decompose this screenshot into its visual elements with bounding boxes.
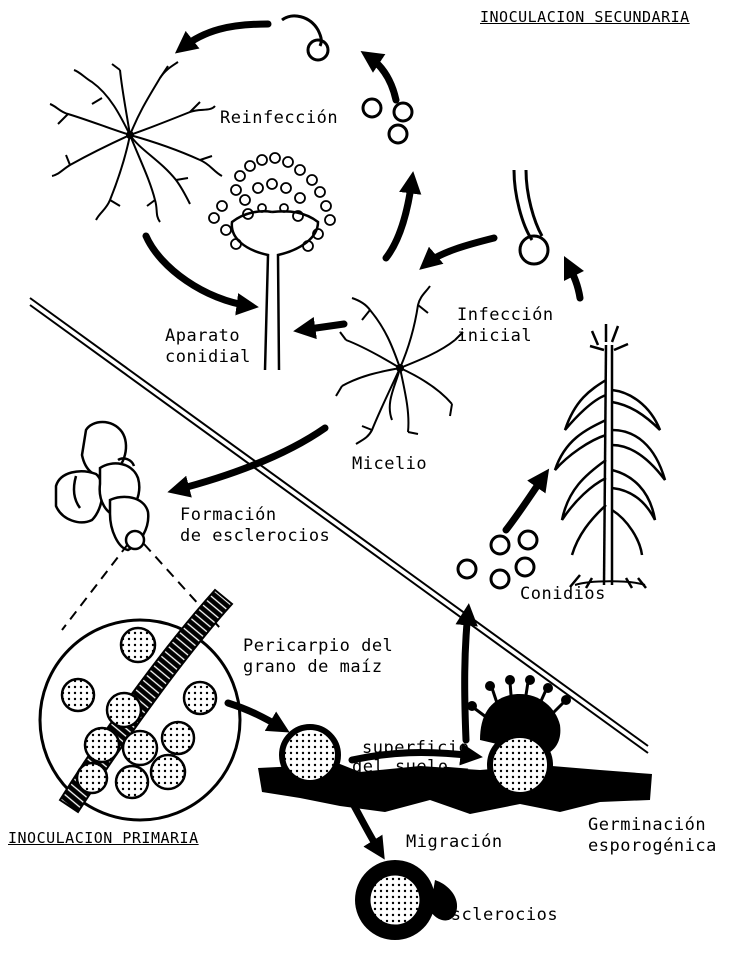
germinating-spore-top [282, 16, 328, 60]
label-pericarp-2: grano de maíz [243, 657, 383, 678]
label-conidia: Conidios [520, 584, 606, 605]
label-conidial-apparatus-2: conidial [165, 347, 251, 368]
label-pericarp-1: Pericarpio del [243, 636, 393, 657]
sclerotium-deep [355, 860, 457, 940]
label-sclerotia-formation-1: Formación [180, 505, 277, 526]
label-germination-1: Germinación [588, 815, 706, 836]
conidia-top [363, 99, 412, 143]
sclerotium-surface [282, 727, 338, 783]
magnified-pericarp [40, 590, 240, 820]
label-soil-surface-2: del suelo [352, 757, 449, 778]
label-conidial-apparatus-1: Aparato [165, 326, 240, 347]
label-sclerotia-formation-2: de esclerocios [180, 526, 330, 547]
label-reinfection: Reinfección [220, 108, 338, 129]
header-secondary-inoculation: INOCULACION SECUNDARIA [480, 8, 690, 27]
label-initial-infection-1: Infección [457, 305, 554, 326]
maize-plant [555, 324, 665, 588]
label-germination-2: esporogénica [588, 836, 717, 857]
label-mycelium: Micelio [352, 454, 427, 475]
label-migration: Migración [406, 832, 503, 853]
mycelium-middle [336, 286, 463, 444]
germinating-spore-right [514, 170, 548, 264]
mycelium-top [50, 62, 222, 222]
header-primary-inoculation: INOCULACION PRIMARIA [8, 829, 199, 848]
conidia-right [458, 531, 537, 588]
label-initial-infection-2: inicial [457, 326, 532, 347]
maize-kernels [56, 422, 148, 550]
label-sclerotia: Esclerocios [440, 905, 558, 926]
